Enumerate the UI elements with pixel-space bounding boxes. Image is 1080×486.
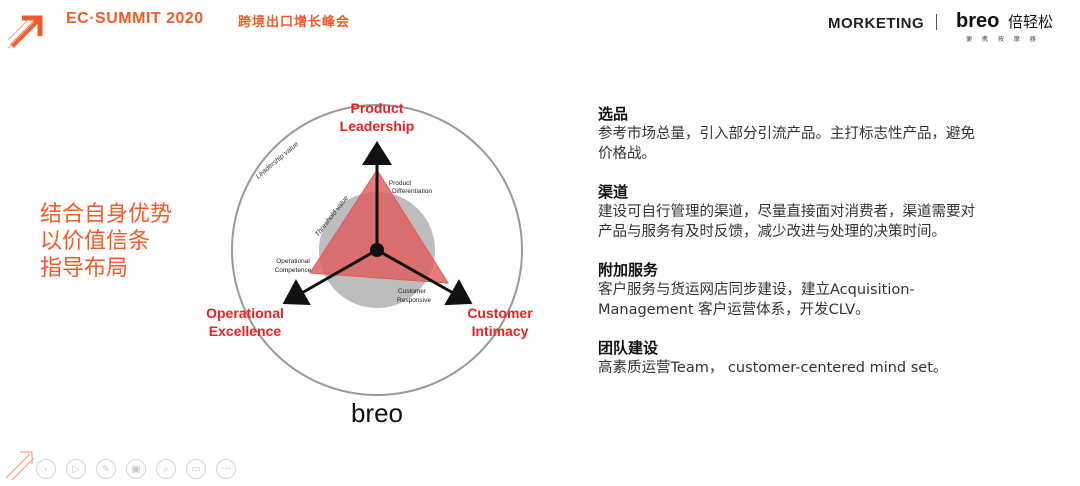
section-body: 高素质运营Team， customer-centered mind set。 bbox=[598, 360, 948, 376]
value-discipline-diagram: Product Leadership Operational Excellenc… bbox=[206, 100, 533, 428]
inner-operational-2: Competence bbox=[275, 267, 312, 274]
inner-operational-1: Operational bbox=[276, 258, 310, 265]
event-title: EC·SUMMIT 2020 bbox=[66, 10, 204, 27]
section-title: 附加服务 bbox=[598, 261, 659, 279]
slogan-line: 以价值信条 bbox=[40, 229, 151, 254]
section-title: 团队建设 bbox=[598, 339, 659, 357]
label-product-1: Product bbox=[351, 100, 404, 116]
section-channels: 渠道 建设可自行管理的渠道，尽量直接面对消费者，渠道需要对产品与服务有及时反馈，… bbox=[598, 182, 978, 242]
section-body: 建设可自行管理的渠道，尽量直接面对消费者，渠道需要对产品与服务有及时反馈，减少改… bbox=[598, 204, 975, 240]
morketing-logo: MORKETING bbox=[828, 15, 925, 32]
label-product-2: Leadership bbox=[340, 118, 415, 134]
inner-customer-2: Responsive bbox=[397, 297, 431, 304]
subtitles-icon[interactable]: ▭ bbox=[186, 459, 206, 479]
inner-product-2: Differentiation bbox=[392, 188, 432, 195]
slogan-line: 结合自身优势 bbox=[40, 202, 173, 227]
more-icon[interactable]: ··· bbox=[216, 459, 236, 479]
value-triangle bbox=[309, 169, 449, 284]
slogan-line: 指导布局 bbox=[40, 256, 129, 281]
inner-product-1: Product bbox=[389, 180, 412, 187]
bottom-corner-arrow-icon bbox=[5, 451, 35, 481]
breo-header-logo: breo bbox=[956, 10, 1000, 32]
section-product-selection: 选品 参考市场总量，引入部分引流产品。主打标志性产品，避免价格战。 bbox=[598, 104, 978, 164]
label-operational-2: Excellence bbox=[209, 323, 282, 339]
inner-customer-1: Customer bbox=[398, 288, 427, 295]
breo-header-tagline: 便 携 按 摩 器 bbox=[966, 36, 1040, 43]
strategy-sections: 选品 参考市场总量，引入部分引流产品。主打标志性产品，避免价格战。 渠道 建设可… bbox=[598, 104, 978, 396]
section-title: 选品 bbox=[598, 105, 629, 123]
event-subtitle: 跨境出口增长峰会 bbox=[238, 15, 351, 30]
label-customer-1: Customer bbox=[467, 305, 533, 321]
slide-toolbar: ‹ ▷ ✎ ▣ ⌕ ▭ ··· bbox=[36, 459, 236, 479]
pen-icon[interactable]: ✎ bbox=[96, 459, 116, 479]
label-customer-2: Intimacy bbox=[472, 323, 529, 339]
axis-operational bbox=[282, 248, 378, 306]
section-added-services: 附加服务 客户服务与货运网店同步建设，建立Acquisition-Managem… bbox=[598, 260, 978, 320]
zoom-icon[interactable]: ⌕ bbox=[156, 459, 176, 479]
brand-divider bbox=[936, 14, 937, 30]
breo-header-chinese: 倍轻松 bbox=[1008, 13, 1054, 31]
label-operational-1: Operational bbox=[206, 305, 284, 321]
prev-icon[interactable]: ‹ bbox=[36, 459, 56, 479]
axis-customer bbox=[376, 248, 473, 306]
play-icon[interactable]: ▷ bbox=[66, 459, 86, 479]
section-team-building: 团队建设 高素质运营Team， customer-centered mind s… bbox=[598, 338, 978, 378]
slides-icon[interactable]: ▣ bbox=[126, 459, 146, 479]
section-body: 参考市场总量，引入部分引流产品。主打标志性产品，避免价格战。 bbox=[598, 126, 975, 162]
center-dot bbox=[370, 243, 384, 257]
corner-arrow-logo bbox=[8, 15, 43, 49]
section-title: 渠道 bbox=[598, 183, 629, 201]
section-body: 客户服务与货运网店同步建设，建立Acquisition-Management 客… bbox=[598, 282, 915, 318]
outer-ring bbox=[231, 104, 523, 396]
breo-diagram-logo: breo bbox=[351, 398, 403, 428]
slogan: 结合自身优势 以价值信条 指导布局 bbox=[40, 201, 210, 282]
